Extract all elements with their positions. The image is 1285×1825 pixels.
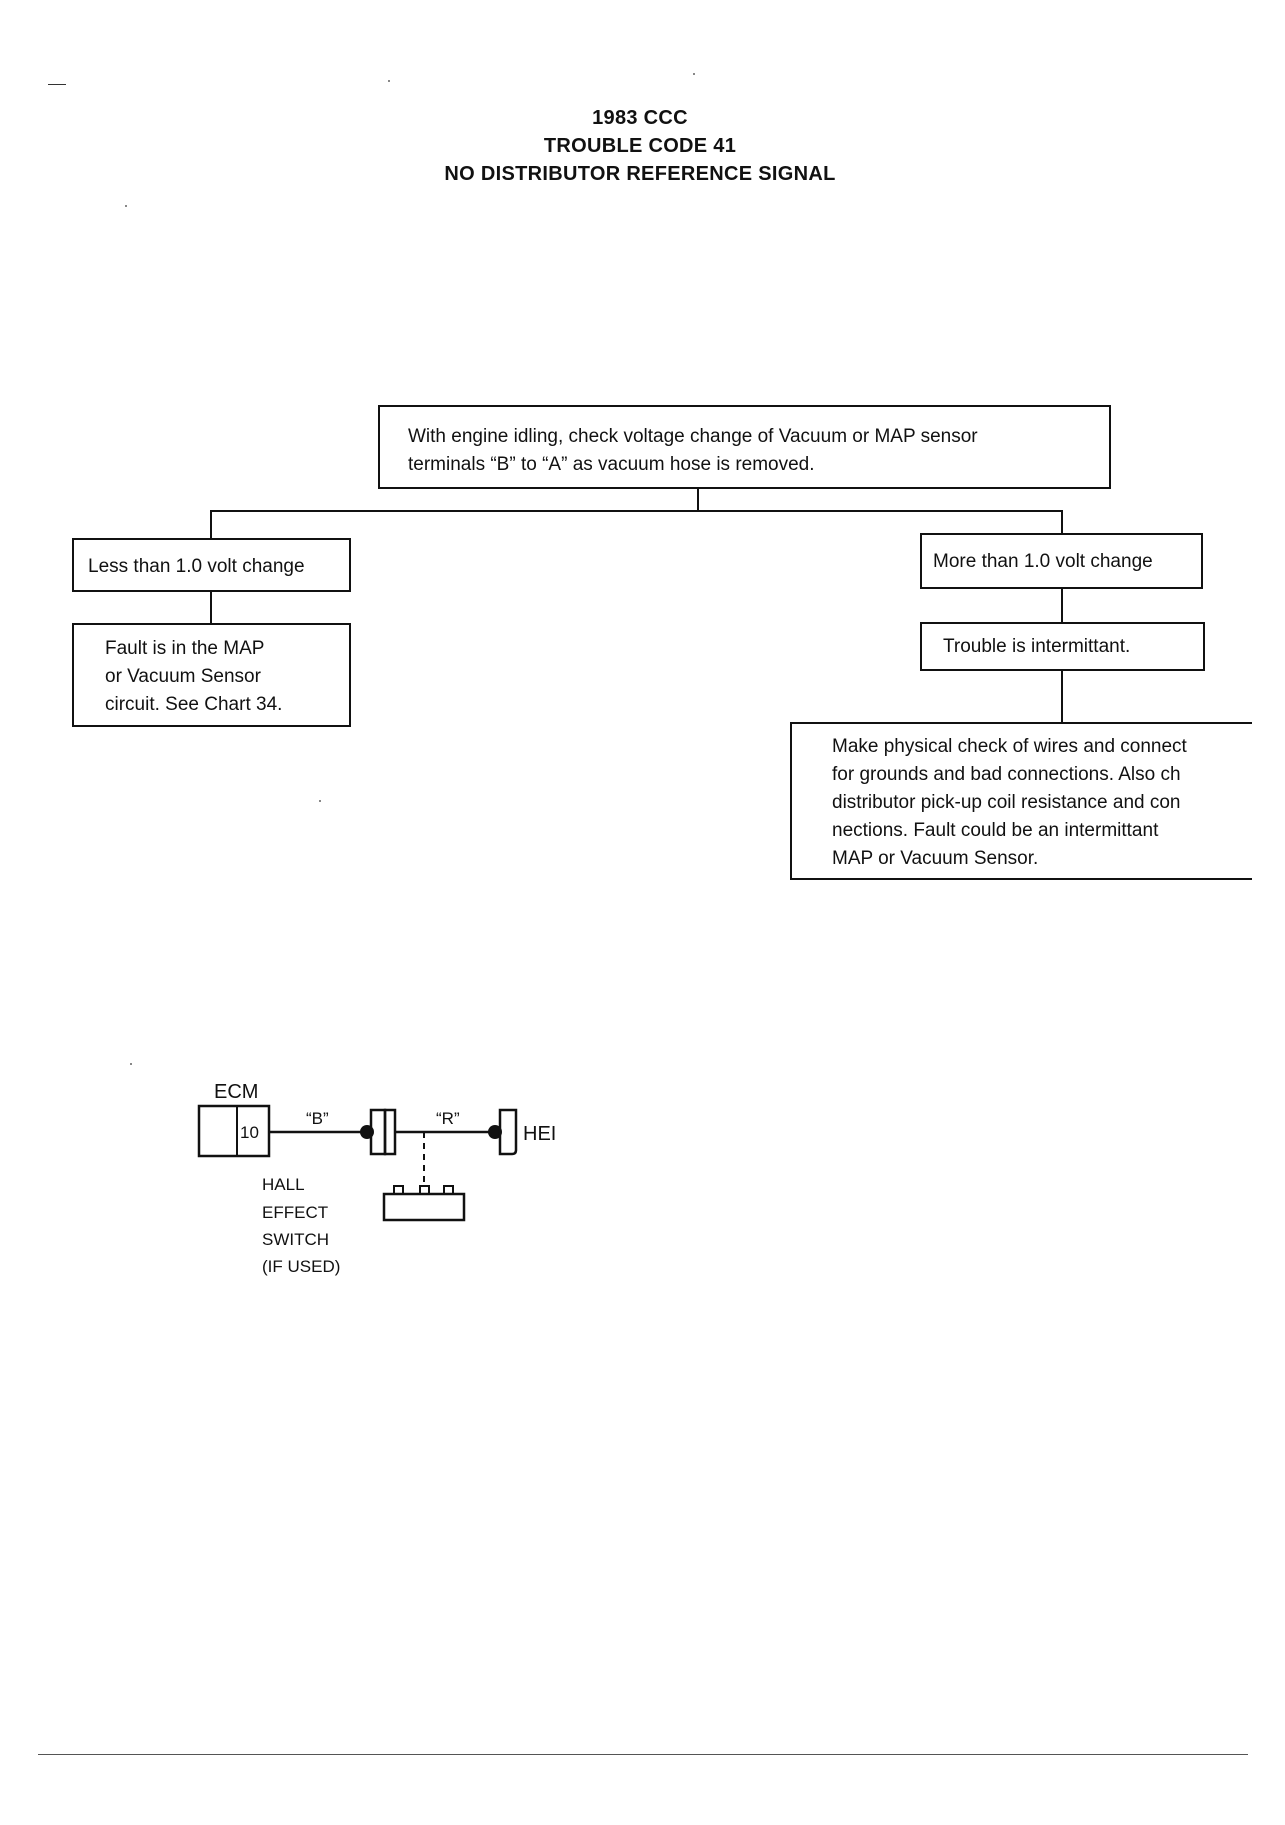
connector-line — [1061, 671, 1063, 724]
left-result-line-1: Fault is in the MAP — [105, 638, 265, 659]
ecm-label: ECM — [214, 1081, 258, 1103]
connector-line — [210, 510, 1063, 512]
page-bottom-rule — [38, 1754, 1248, 1755]
connector-line — [210, 510, 212, 538]
right-result-box: Make physical check of wires and connect… — [790, 722, 1260, 880]
switch-label-line-1: HALL — [262, 1175, 305, 1194]
left-branch-label: Less than 1.0 volt change — [88, 556, 305, 577]
connector-line — [210, 592, 212, 623]
switch-label-line-2: EFFECT — [262, 1203, 328, 1222]
wire-r-label: “R” — [436, 1109, 460, 1128]
hall-switch-body — [382, 1192, 466, 1222]
hei-connector — [498, 1108, 518, 1156]
hall-switch-pin — [443, 1185, 454, 1195]
right-result-line-2: for grounds and bad connections. Also ch — [832, 764, 1181, 785]
hei-label: HEI — [523, 1123, 556, 1145]
left-result-line-2: or Vacuum Sensor — [105, 666, 261, 687]
scan-speck — [693, 73, 695, 75]
intermediate-box: Trouble is intermittant. — [920, 622, 1205, 671]
switch-label-line-3: SWITCH — [262, 1230, 329, 1249]
connector-line — [1061, 589, 1063, 622]
right-result-line-5: MAP or Vacuum Sensor. — [832, 848, 1039, 869]
wiring-diagram: ECM 10 “B” “R” HEI HALL EFFECT SWITCH (I… — [197, 1081, 556, 1276]
right-result-line-3: distributor pick-up coil resistance and … — [832, 792, 1181, 813]
left-result-box: Fault is in the MAP or Vacuum Sensor cir… — [72, 623, 351, 727]
connector-half — [383, 1108, 397, 1156]
title-line-1: 1983 CCC — [592, 107, 688, 129]
scan-mark — [48, 84, 66, 85]
title-line-2: TROUBLE CODE 41 — [543, 135, 737, 157]
scan-speck — [125, 205, 127, 207]
left-result-line-3: circuit. See Chart 34. — [105, 694, 283, 715]
start-step-line-1: With engine idling, check voltage change… — [408, 426, 978, 447]
scan-speck — [319, 800, 321, 802]
start-step-line-2: terminals “B” to “A” as vacuum hose is r… — [408, 454, 815, 475]
wire-b-label: “B” — [306, 1109, 329, 1128]
terminal-number: 10 — [240, 1123, 259, 1142]
scan-speck — [388, 80, 390, 82]
right-result-line-1: Make physical check of wires and connect — [832, 736, 1187, 757]
switch-label-line-4: (IF USED) — [262, 1257, 340, 1276]
title-line-3: NO DISTRIBUTOR REFERENCE SIGNAL — [444, 163, 836, 185]
connector-line — [697, 489, 699, 512]
intermediate-label: Trouble is intermittant. — [943, 636, 1131, 657]
left-branch-box: Less than 1.0 volt change — [72, 538, 351, 592]
connector-line — [1061, 510, 1063, 533]
scan-speck — [130, 1063, 132, 1065]
right-branch-label: More than 1.0 volt change — [933, 551, 1153, 572]
splice-dot — [488, 1125, 502, 1139]
right-branch-box: More than 1.0 volt change — [920, 533, 1203, 589]
hall-switch-pin — [393, 1185, 404, 1195]
scan-edge-mask — [1252, 700, 1285, 900]
hall-switch-pin — [419, 1185, 430, 1195]
right-result-line-4: nections. Fault could be an intermittant — [832, 820, 1159, 841]
start-step-box: With engine idling, check voltage change… — [378, 405, 1111, 489]
